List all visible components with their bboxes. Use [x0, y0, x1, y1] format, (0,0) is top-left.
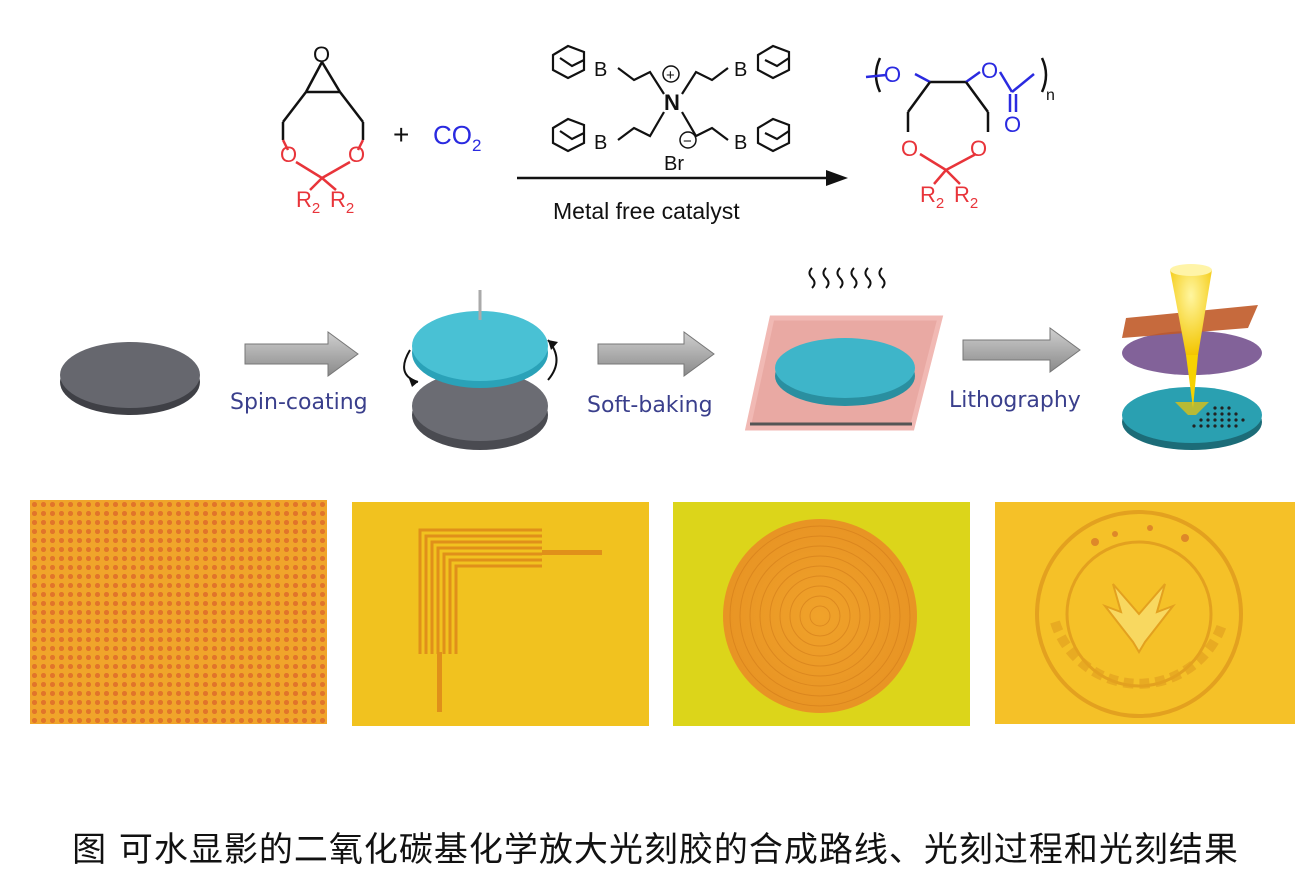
minus-charge: −: [683, 133, 692, 150]
step-label-lithography: Lithography: [949, 388, 1081, 413]
process-arrow-3: [962, 327, 1081, 373]
nitrogen-label: N: [664, 90, 680, 115]
repeat-n: n: [1046, 87, 1055, 104]
step-label-soft-baking: Soft-baking: [587, 393, 713, 418]
bromide-label: Br: [664, 153, 684, 175]
minus-charge-icon: [679, 131, 697, 149]
bare-wafer-icon: [60, 342, 200, 415]
boron-bottom-left: B: [594, 132, 607, 154]
polycarbonate-product: [865, 57, 1048, 185]
co2-label: CO2: [433, 120, 481, 155]
process-arrow-2: [597, 331, 715, 377]
heat-waves-icon: [808, 267, 886, 289]
product-ketal-o-right: O: [970, 136, 987, 161]
spin-coating-icon: [403, 290, 558, 450]
exposed-pattern-icon: [1192, 406, 1245, 428]
result-photo-dot-array: [30, 500, 327, 724]
product-r2-left: R2: [920, 182, 944, 212]
catalyst-structure: [551, 44, 791, 153]
process-flow: [60, 264, 1262, 450]
reaction-scheme: O O O R2 R2 + CO2 B B B B N + − Br: [280, 42, 1055, 217]
boron-top-left: B: [594, 59, 607, 81]
epoxide-monomer: [281, 61, 365, 191]
reaction-arrow: [517, 170, 848, 186]
figure-caption: 图 可水显影的二氧化碳基化学放大光刻胶的合成路线、光刻过程和光刻结果: [72, 830, 1239, 870]
result-photo-line-pattern: [352, 502, 649, 726]
result-photo-spiral-pattern: [673, 502, 970, 726]
epoxide-oxygen: O: [313, 42, 330, 67]
carbonyl-oxygen: O: [1004, 112, 1021, 137]
r2-left-label: R2: [296, 187, 320, 217]
product-r2-right: R2: [954, 182, 978, 212]
boron-top-right: B: [734, 59, 747, 81]
result-photo-seal-pattern: [995, 502, 1295, 724]
boron-bottom-right: B: [734, 132, 747, 154]
product-ketal-o-left: O: [901, 136, 918, 161]
ketal-oxygen-right: O: [348, 142, 365, 167]
r2-right-label: R2: [330, 187, 354, 217]
product-oxygen-1: O: [884, 62, 901, 87]
product-oxygen-2: O: [981, 58, 998, 83]
plus-charge: +: [666, 67, 675, 84]
ketal-oxygen-left: O: [280, 142, 297, 167]
process-arrow-1: [244, 331, 359, 377]
catalyst-label: Metal free catalyst: [553, 198, 740, 224]
lithography-icon: [1122, 264, 1262, 450]
plus-sign: +: [393, 119, 409, 150]
step-label-spin-coating: Spin-coating: [230, 390, 368, 415]
soft-baking-icon: [744, 267, 944, 431]
university-seal-icon: [1035, 510, 1243, 718]
plus-charge-icon: [662, 65, 680, 83]
